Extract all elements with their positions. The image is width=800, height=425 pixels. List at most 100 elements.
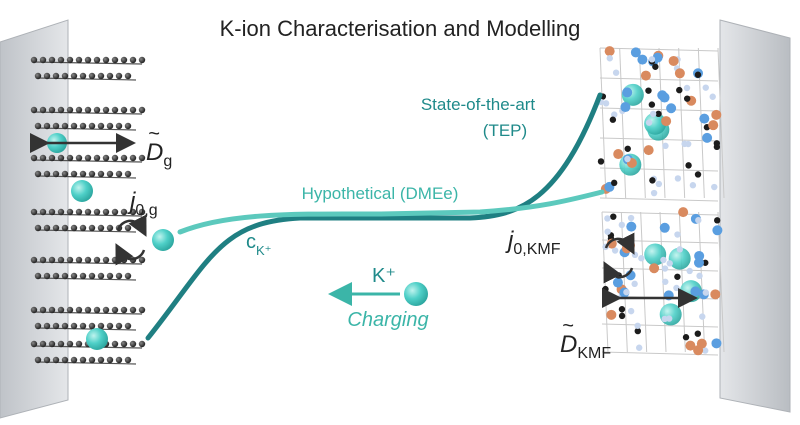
kmf-exchange-label: j0,KMF — [505, 227, 561, 258]
kmf-atom — [606, 55, 613, 62]
graphite-layers — [30, 56, 146, 365]
graphite-atom — [70, 356, 78, 364]
kmf-atom — [678, 207, 689, 218]
kmf-atom — [674, 273, 681, 280]
graphite-atom — [57, 56, 65, 64]
kmf-atom — [602, 285, 609, 293]
kmf-atom — [694, 330, 702, 337]
kmf-bond — [717, 211, 725, 353]
graphite-atom — [102, 208, 110, 216]
graphite-atom — [57, 256, 65, 264]
kmf-ion — [659, 303, 682, 326]
kmf-atom — [685, 340, 696, 351]
kmf-atom — [681, 140, 688, 148]
graphite-diffusion-label: Dg — [146, 139, 172, 170]
graphite-atom — [111, 340, 119, 348]
kmf-atom — [694, 250, 705, 261]
graphite-atom — [48, 154, 56, 162]
kmf-atom — [630, 47, 641, 58]
graphite-atom — [70, 272, 78, 280]
kmf-atom — [604, 228, 611, 235]
graphite-atom — [61, 170, 69, 178]
kmf-diffusion-symbol: D — [560, 331, 577, 358]
kmf-atom — [622, 87, 633, 98]
kmf-atom — [635, 344, 643, 351]
graphite-atom — [34, 224, 42, 232]
kmf-atom — [610, 179, 618, 187]
kmf-atom — [709, 93, 716, 100]
kmf-atom — [668, 55, 679, 66]
kmf-atom — [676, 86, 683, 94]
kmf-atom — [655, 110, 662, 118]
graphite-atom — [111, 208, 119, 216]
graphite-atom — [61, 72, 69, 80]
graphite-atom — [88, 272, 96, 280]
graphite-atom — [34, 170, 42, 178]
kmf-atom — [620, 102, 631, 113]
kmf-atom — [618, 221, 626, 229]
graphite-atom — [57, 306, 65, 314]
graphite-atom — [138, 154, 146, 162]
graphite-atom — [75, 340, 83, 348]
graphite-atom — [124, 224, 132, 232]
kmf-atom — [711, 338, 722, 349]
graphite-atom — [79, 72, 87, 80]
graphite-atom — [39, 154, 47, 162]
graphite-exchange-subscript: 0,g — [135, 202, 157, 219]
concentration-subscript: K⁺ — [256, 243, 272, 258]
charging-label: Charging — [347, 309, 428, 331]
kmf-exchange-subscript: 0,KMF — [513, 241, 560, 258]
kmf-atom — [702, 132, 713, 143]
kmf-atom — [699, 113, 710, 124]
graphite-atom — [48, 256, 56, 264]
kmf-atom — [624, 145, 631, 152]
kmf-atom — [649, 110, 657, 118]
graphite-atom — [61, 272, 69, 280]
kmf-atom — [694, 171, 702, 178]
kmf-atom — [662, 278, 669, 285]
graphite-atom — [61, 224, 69, 232]
kmf-atom — [649, 263, 660, 274]
kmf-bond — [638, 47, 646, 199]
graphite-atom — [124, 322, 132, 330]
graphite-atom — [129, 154, 137, 162]
graphite-ion — [71, 180, 93, 202]
graphite-atom — [120, 154, 128, 162]
graphite-atom — [88, 322, 96, 330]
graphite-atom — [138, 208, 146, 216]
kmf-atom — [696, 272, 703, 280]
kmf-bond — [698, 211, 706, 353]
graphite-atom — [115, 122, 123, 130]
graphite-atom — [88, 170, 96, 178]
graphite-atom — [124, 170, 132, 178]
page-title: K-ion Characterisation and Modelling — [220, 16, 581, 41]
graphite-atom — [115, 322, 123, 330]
graphite-atom — [39, 256, 47, 264]
kmf-atom — [652, 63, 659, 70]
kmf-bond — [619, 47, 627, 199]
graphite-atom — [43, 272, 51, 280]
graphite-ion — [86, 328, 108, 350]
kmf-atom — [648, 56, 656, 63]
kmf-atom — [686, 267, 693, 275]
graphite-atom — [43, 356, 51, 364]
kmf-atom — [708, 120, 719, 131]
graphite-atom — [102, 106, 110, 114]
kmf-bond — [717, 47, 725, 199]
graphite-atom — [43, 122, 51, 130]
graphite-atom — [79, 122, 87, 130]
kmf-atom — [674, 68, 685, 79]
graphite-atom — [106, 72, 114, 80]
kmf-atom — [627, 307, 635, 315]
graphite-atom — [102, 154, 110, 162]
graphite-atom — [57, 208, 65, 216]
kmf-atom — [640, 70, 651, 81]
graphite-atom — [138, 306, 146, 314]
kmf-atom — [649, 177, 656, 184]
kmf-bond — [599, 167, 719, 172]
graphite-atom — [39, 306, 47, 314]
graphite-atom — [70, 122, 78, 130]
kmf-atom — [661, 265, 669, 272]
graphite-atom — [48, 208, 56, 216]
kmf-atom — [645, 119, 653, 126]
